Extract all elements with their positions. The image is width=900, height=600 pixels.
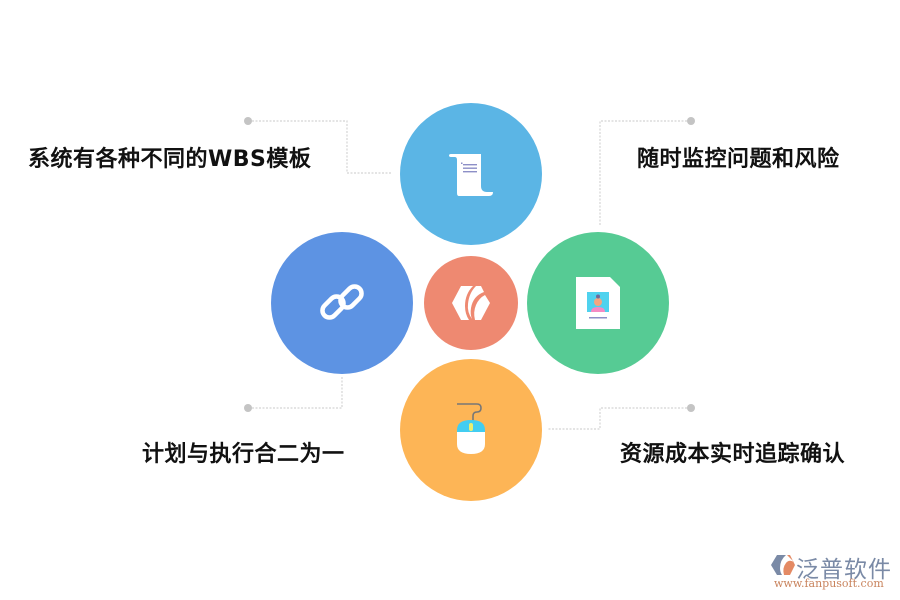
brand-name: 泛普软件 <box>796 557 892 583</box>
label-bottom-right: 资源成本实时追踪确认 <box>620 442 846 467</box>
connector-dot-bottom-left <box>244 404 252 412</box>
connector-bottom-left <box>252 376 343 409</box>
connector-top-left <box>252 120 392 174</box>
computer-mouse-icon <box>457 403 485 454</box>
label-top-right: 随时监控问题和风险 <box>637 147 840 172</box>
connector-dot-top-right <box>687 117 695 125</box>
label-top-left: 系统有各种不同的WBS模板 <box>28 147 312 172</box>
scroll-document-icon <box>449 154 493 196</box>
connector-dot-top-left <box>244 117 252 125</box>
chain-link-icon <box>320 284 364 320</box>
node-left-circle <box>271 232 413 374</box>
connector-bottom-right <box>548 407 687 430</box>
profile-card-icon <box>576 277 620 329</box>
label-bottom-left: 计划与执行合二为一 <box>142 442 345 467</box>
connector-top-right <box>599 120 687 226</box>
brand-logo-icon <box>771 555 795 575</box>
connector-dot-bottom-right <box>687 404 695 412</box>
center-circle <box>424 256 518 350</box>
hexagon-leaf-icon <box>452 286 490 320</box>
node-top-circle <box>400 103 542 245</box>
node-bottom-circle <box>400 359 542 501</box>
brand-watermark: 泛普软件 www.fanpusoft.com <box>768 550 893 595</box>
brand-url: www.fanpusoft.com <box>774 577 884 590</box>
node-right-circle <box>527 232 669 374</box>
